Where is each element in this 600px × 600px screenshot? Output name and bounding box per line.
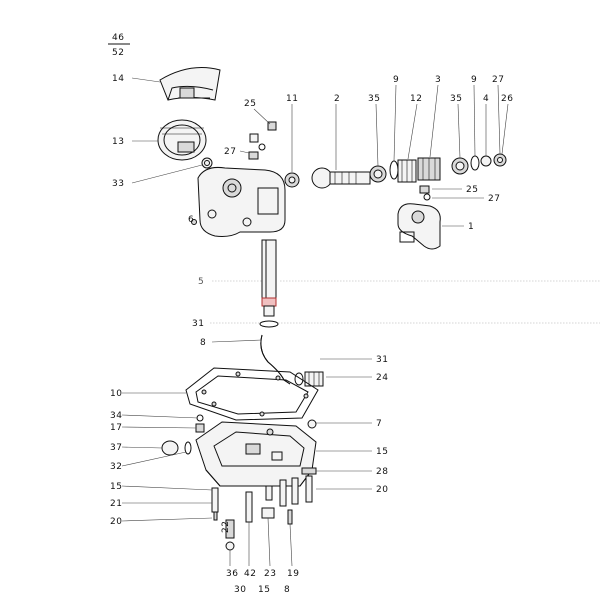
- callout-42: 42: [244, 569, 256, 579]
- part-5-tube: [261, 239, 277, 317]
- callout-11: 11: [286, 94, 298, 104]
- callout-21: 21: [110, 499, 122, 509]
- part-4-nut: [480, 155, 492, 167]
- callout-3: 3: [435, 75, 441, 85]
- part-35-bearing-right: [451, 157, 469, 175]
- lower-housing: [195, 421, 317, 487]
- part-34-17-small-parts: [195, 414, 205, 433]
- callout-31-lower: 31: [376, 355, 388, 365]
- callout-20-right: 20: [376, 485, 388, 495]
- callout-22: 22: [221, 521, 231, 533]
- part-37-32-side-plug: [161, 440, 192, 456]
- callout-14: 14: [112, 74, 124, 84]
- callout-2: 2: [334, 94, 340, 104]
- part-8-bent-pipe: [260, 334, 291, 385]
- callout-25-lower: 25: [466, 185, 478, 195]
- callout-27-upper: 27: [224, 147, 236, 157]
- callout-32: 32: [110, 462, 122, 472]
- bottom-small-parts: [225, 507, 293, 551]
- callout-12: 12: [410, 94, 422, 104]
- callout-37: 37: [110, 443, 122, 453]
- page-code: 46 52: [108, 33, 130, 58]
- part-14-cover: [159, 67, 221, 101]
- callout-30: 30: [234, 585, 246, 595]
- part-1-bracket: [397, 203, 441, 250]
- part-31-oring-upper: [259, 320, 279, 328]
- callout-1: 1: [468, 222, 474, 232]
- part-25-27-fasteners-upper: [248, 121, 277, 160]
- part-11-gear: [284, 172, 300, 188]
- part-3-gear: [417, 157, 441, 181]
- callout-33: 33: [112, 179, 124, 189]
- callout-35-left: 35: [368, 94, 380, 104]
- part-13-ring-gear: [157, 119, 207, 161]
- part-27-26-cap: [493, 153, 507, 167]
- callout-10: 10: [110, 389, 122, 399]
- callout-27-lower: 27: [488, 194, 500, 204]
- page-code-bottom: 52: [112, 48, 124, 58]
- callout-25-upper: 25: [244, 99, 256, 109]
- callout-26: 26: [501, 94, 513, 104]
- part-35-bearing-left: [369, 165, 387, 183]
- callout-35-right: 35: [450, 94, 462, 104]
- part-9-washer-right: [470, 155, 480, 171]
- part-31-24-fitting: [294, 371, 324, 387]
- callout-4: 4: [483, 94, 489, 104]
- callout-17: 17: [110, 423, 122, 433]
- callout-8-pipe: 8: [200, 338, 206, 348]
- callout-27-top-right: 27: [492, 75, 504, 85]
- callout-8-bottom: 8: [284, 585, 290, 595]
- callout-15-bottom: 15: [258, 585, 270, 595]
- page-code-top: 46: [112, 33, 124, 43]
- callout-15-right: 15: [376, 447, 388, 457]
- callout-9-left: 9: [393, 75, 399, 85]
- callout-5: 5: [198, 277, 204, 287]
- part-7-plug: [307, 419, 317, 429]
- callout-9-right: 9: [471, 75, 477, 85]
- part-25-27-fasteners-lower: [419, 185, 431, 201]
- part-2-worm-shaft: [311, 167, 371, 189]
- callout-20-left: 20: [110, 517, 122, 527]
- callout-28: 28: [376, 467, 388, 477]
- part-12-pinion: [397, 159, 417, 183]
- part-10-gasket: [185, 367, 319, 421]
- callout-labels: 14 13 33 27 25 11 2 35 9 12 3 35 9 4 27 …: [110, 74, 513, 595]
- main-housing: [191, 167, 286, 237]
- callout-7: 7: [376, 419, 382, 429]
- callout-34: 34: [110, 411, 122, 421]
- part-33-ring: [201, 157, 213, 169]
- callout-19: 19: [287, 569, 299, 579]
- callout-6: 6: [188, 215, 194, 225]
- callout-23: 23: [264, 569, 276, 579]
- callout-31-upper: 31: [192, 319, 204, 329]
- callout-15-left: 15: [110, 482, 122, 492]
- part-9-washer-left: [389, 160, 399, 180]
- leader-lines: [121, 77, 600, 567]
- callout-13: 13: [112, 137, 124, 147]
- callout-24: 24: [376, 373, 388, 383]
- callout-36: 36: [226, 569, 238, 579]
